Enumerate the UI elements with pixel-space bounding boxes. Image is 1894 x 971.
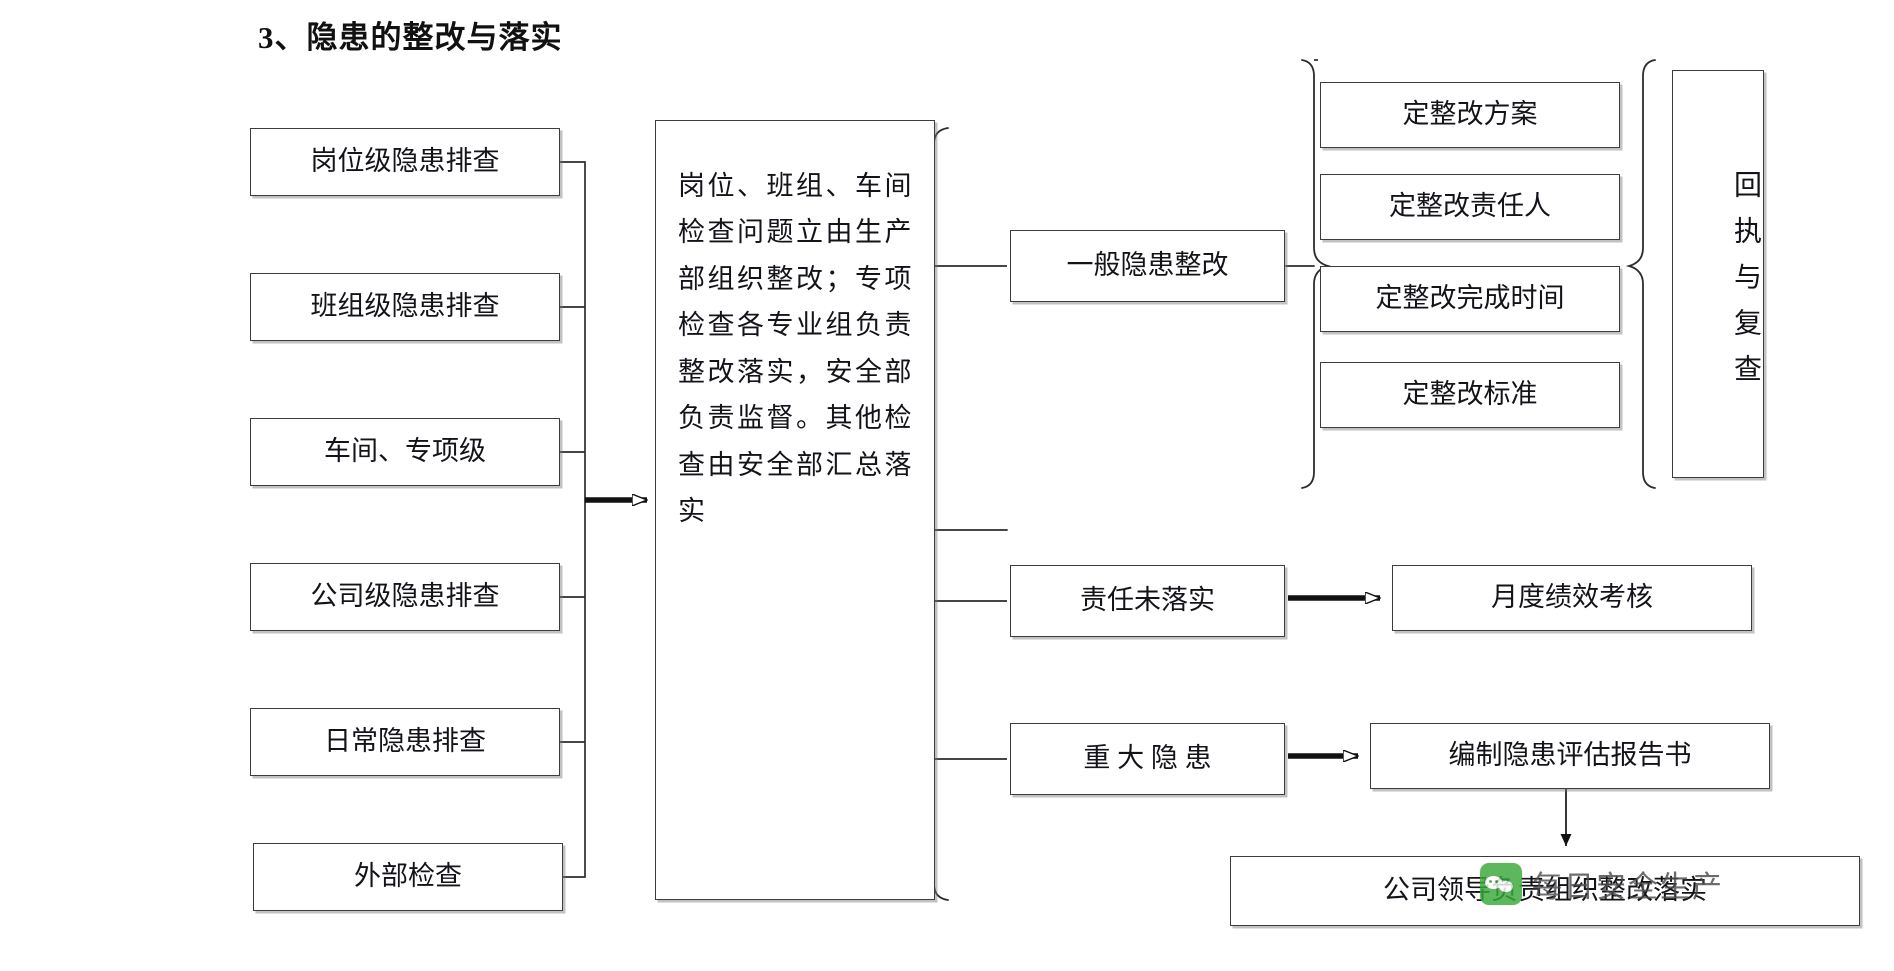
- measure-box-completion-time[interactable]: 定整改完成时间: [1320, 266, 1620, 332]
- outcome-label: 编制隐患评估报告书: [1448, 740, 1692, 771]
- central-process-text: 岗位、班组、车间检查问题立由生产部组织整改；专项检查各专业组负责整改落实，安全部…: [678, 171, 912, 527]
- branch-box-major-hazard[interactable]: 重 大 隐 患: [1010, 723, 1285, 795]
- inspection-box-external[interactable]: 外部检查: [253, 843, 563, 911]
- inspection-box-daily[interactable]: 日常隐患排查: [250, 708, 560, 776]
- inspection-box-company[interactable]: 公司级隐患排查: [250, 563, 560, 631]
- receipt-review-label: 回执与复查: [1730, 170, 1761, 400]
- page-title: 3、隐患的整改与落实: [258, 20, 563, 55]
- inspection-box-workshop[interactable]: 车间、专项级: [250, 418, 560, 486]
- inspection-box-team[interactable]: 班组级隐患排查: [250, 273, 560, 341]
- inspection-label: 公司级隐患排查: [310, 581, 500, 612]
- inspection-label: 外部检查: [354, 861, 462, 892]
- outcome-label: 公司领导负责组织整改落实: [1383, 875, 1707, 906]
- wechat-logo-icon: [1480, 863, 1522, 905]
- inspection-label: 班组级隐患排查: [310, 291, 500, 322]
- outcome-box-assessment-report[interactable]: 编制隐患评估报告书: [1370, 723, 1770, 789]
- branch-label: 重 大 隐 患: [1083, 743, 1212, 774]
- central-process-box[interactable]: 岗位、班组、车间检查问题立由生产部组织整改；专项检查各专业组负责整改落实，安全部…: [655, 120, 935, 900]
- branch-box-responsibility-unfulfilled[interactable]: 责任未落实: [1010, 565, 1285, 637]
- branch-label: 一般隐患整改: [1066, 250, 1229, 281]
- measure-label: 定整改责任人: [1389, 191, 1551, 222]
- outcome-box-monthly-performance[interactable]: 月度绩效考核: [1392, 565, 1752, 631]
- measure-label: 定整改方案: [1402, 99, 1538, 130]
- inspection-box-station[interactable]: 岗位级隐患排查: [250, 128, 560, 196]
- measure-label: 定整改标准: [1402, 379, 1538, 410]
- watermark-text: 每日安全生产: [1532, 871, 1724, 904]
- measure-box-plan[interactable]: 定整改方案: [1320, 82, 1620, 148]
- branch-label: 责任未落实: [1080, 585, 1215, 616]
- measure-box-responsible-person[interactable]: 定整改责任人: [1320, 174, 1620, 240]
- inspection-label: 岗位级隐患排查: [310, 146, 500, 177]
- outcome-label: 月度绩效考核: [1491, 582, 1653, 613]
- branch-box-general-rectification[interactable]: 一般隐患整改: [1010, 230, 1285, 302]
- inspection-label: 车间、专项级: [324, 436, 486, 467]
- measure-label: 定整改完成时间: [1375, 283, 1565, 314]
- receipt-review-box[interactable]: 回执与复查: [1672, 70, 1764, 478]
- inspection-label: 日常隐患排查: [324, 726, 486, 757]
- outcome-box-leadership-rectification[interactable]: 公司领导负责组织整改落实: [1230, 856, 1860, 926]
- measure-box-standard[interactable]: 定整改标准: [1320, 362, 1620, 428]
- watermark: 每日安全生产: [1480, 862, 1724, 906]
